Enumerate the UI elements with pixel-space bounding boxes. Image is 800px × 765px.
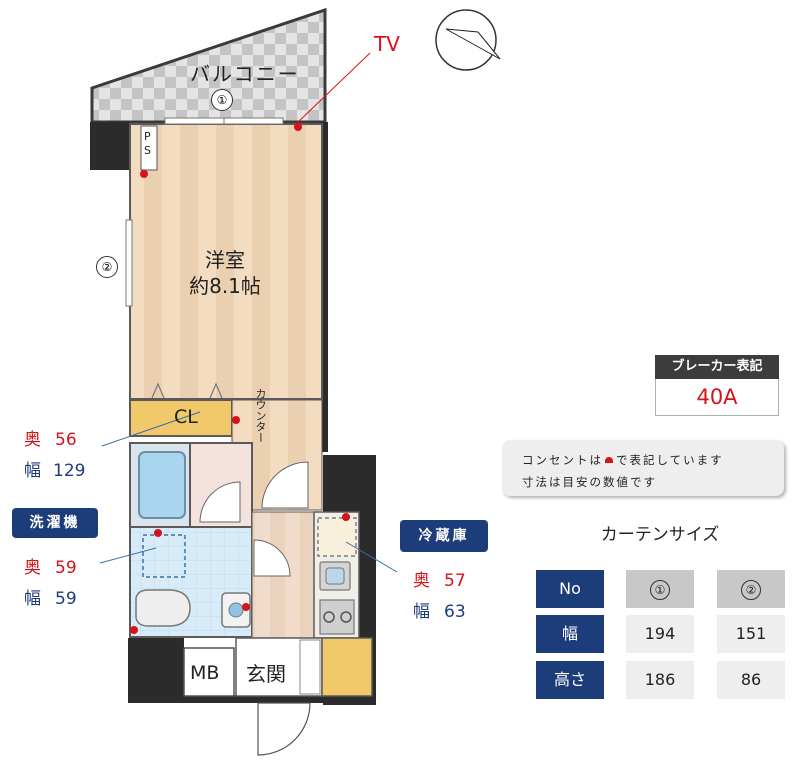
room-size-label: 約8.1帖 [189, 274, 261, 298]
closet-width-value: 129 [53, 461, 86, 481]
closet-depth-value: 56 [55, 430, 77, 450]
fridge-depth-value: 57 [444, 571, 466, 591]
washer-width-label: 幅 [24, 589, 41, 609]
washer-depth-label: 奥 [24, 558, 41, 578]
ps-box [140, 125, 158, 171]
stove [319, 599, 355, 635]
compass-icon [435, 9, 501, 71]
balcony-label: バルコニー [190, 62, 300, 86]
entrance-label: 玄関 [246, 662, 286, 686]
closet-width-label: 幅 [24, 461, 41, 481]
entrance-door [257, 702, 311, 756]
outlet-icon [605, 457, 613, 463]
wall-left-bottom [128, 638, 184, 703]
wall-left-top [90, 122, 130, 170]
window-no-1: ① [650, 580, 670, 600]
table-cell-height-1: 186 [626, 661, 694, 699]
counter-label: カウンター [254, 388, 267, 443]
table-cell-height-2: 86 [717, 661, 785, 699]
mb-label: MB [190, 662, 220, 684]
fridge-width-value: 63 [444, 602, 466, 622]
notice-line2: 寸法は目安の数値です [522, 475, 657, 489]
breaker-title: ブレーカー表記 [655, 355, 779, 379]
shoe-box [299, 639, 321, 695]
washer-width-value: 59 [55, 589, 77, 609]
mb-box [183, 647, 235, 697]
tv-label: TV [374, 32, 400, 56]
toilet [135, 589, 191, 627]
washer-tag: 洗濯機 [12, 508, 98, 538]
washer-dimensions: 奥 59 幅 59 [24, 553, 77, 609]
curtain-title: カーテンサイズ [600, 525, 720, 545]
table-header-no: No [536, 570, 604, 608]
table-cell-width-1: 194 [626, 615, 694, 653]
notice-line1-before: コンセントは [522, 453, 603, 467]
outlet-markers [130, 123, 350, 634]
ps-label: PS [144, 130, 151, 157]
closet-label: CL [174, 406, 198, 428]
fridge-width-label: 幅 [413, 602, 430, 622]
fridge-tag: 冷蔵庫 [400, 520, 488, 552]
fridge-space [317, 517, 357, 557]
bathtub [138, 451, 186, 519]
washer-depth-value: 59 [55, 558, 77, 578]
fridge-dimensions: 奥 57 幅 63 [413, 566, 466, 622]
table-header-width: 幅 [536, 615, 604, 653]
wall-right-top [320, 122, 328, 452]
room-label: 洋室 [205, 248, 245, 272]
fridge-depth-label: 奥 [413, 571, 430, 591]
closet-dimensions: 奥 56 幅 129 [24, 425, 85, 481]
washer-space [142, 534, 186, 578]
window-2 [125, 219, 133, 307]
window-2-number: ② [96, 256, 118, 278]
closet-depth-label: 奥 [24, 430, 41, 450]
table-cell-width-2: 151 [717, 615, 785, 653]
window-1-number: ① [211, 89, 233, 111]
breaker-value: 40A [655, 379, 779, 416]
notice-line1-after: で表記しています [616, 453, 724, 467]
notice-box: コンセントはで表記しています 寸法は目安の数値です [502, 440, 784, 496]
western-room [129, 123, 323, 400]
wall-bottom [128, 695, 376, 703]
table-cell-no-2: ② [717, 570, 785, 608]
table-header-height: 高さ [536, 661, 604, 699]
storage-yellow [321, 637, 373, 697]
window-no-2: ② [741, 580, 761, 600]
table-cell-no-1: ① [626, 570, 694, 608]
